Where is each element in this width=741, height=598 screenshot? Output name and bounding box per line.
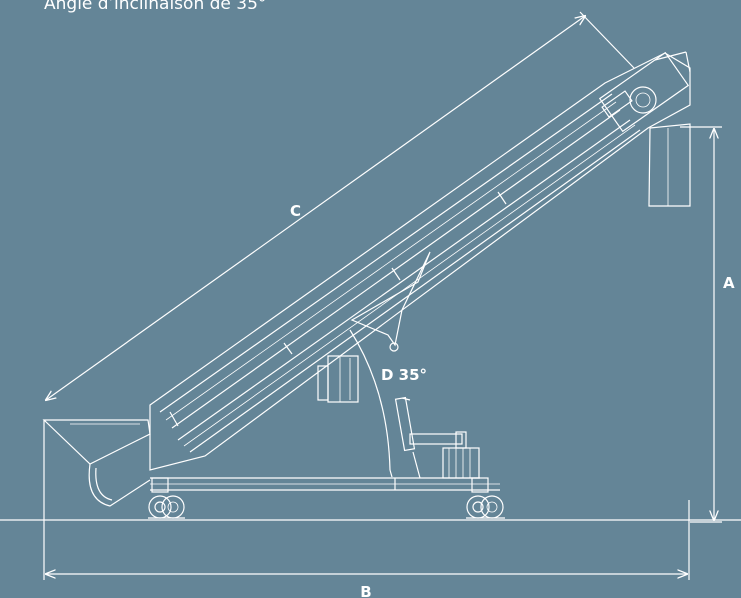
dimension-c (46, 11, 635, 400)
dimension-b (43, 420, 690, 580)
label-a: A (723, 274, 735, 292)
angle-arc (349, 329, 391, 471)
dimension-a (680, 126, 722, 523)
label-b: B (360, 583, 371, 598)
wheel-right (466, 477, 505, 519)
diagram-title: Angle d’inclinaison de 35° (44, 0, 267, 14)
drive-motor (317, 355, 359, 403)
discharge-chute (648, 123, 691, 207)
label-c: C (290, 202, 301, 220)
chassis (150, 477, 500, 491)
conveyor-frame (149, 52, 691, 471)
wheel-left (148, 477, 185, 519)
lift-cylinder (394, 396, 463, 479)
feed-hopper (42, 419, 151, 507)
support-strut (350, 251, 431, 352)
label-d: D 35° (381, 366, 427, 384)
head-drum (598, 51, 691, 133)
winch-mechanism (442, 431, 480, 479)
